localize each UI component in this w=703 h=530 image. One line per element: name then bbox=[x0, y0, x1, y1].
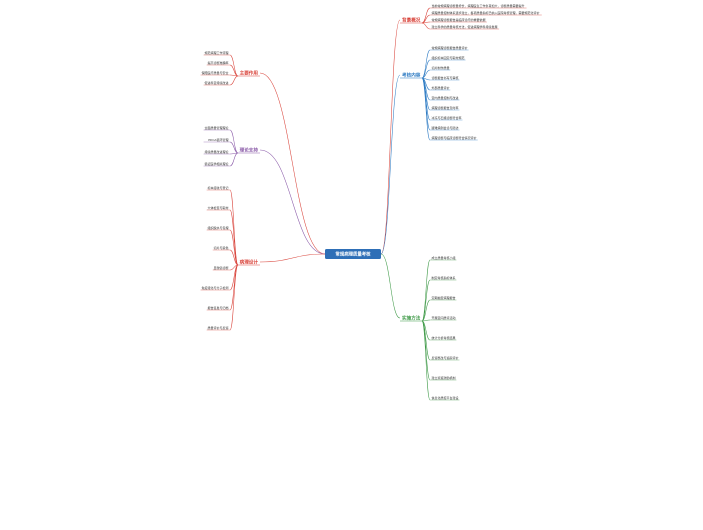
leaf-topic[interactable]: 反馈整改与追踪评价 bbox=[432, 355, 459, 360]
leaf-topic[interactable]: 显微镜诊断 bbox=[213, 265, 228, 270]
leaf-topic[interactable]: 制定考核指标体系 bbox=[432, 275, 456, 280]
leaf-topic[interactable]: 规范病理工作流程 bbox=[204, 50, 228, 55]
leaf-connector bbox=[421, 299, 431, 322]
leaf-connector bbox=[229, 264, 239, 331]
leaf-topic[interactable]: 组织标本固定与取材规范 bbox=[432, 55, 465, 60]
leaf-topic[interactable]: 定期抽查病理报告 bbox=[432, 295, 456, 300]
branch-br1[interactable]: 背景概况 bbox=[400, 17, 422, 24]
leaf-topic[interactable]: 疑难病例会诊与随访 bbox=[432, 125, 459, 130]
leaf-topic[interactable]: 室内质量控制与改进 bbox=[432, 95, 459, 100]
leaf-topic[interactable]: 外部质量评价 bbox=[432, 85, 450, 90]
leaf-topic[interactable]: 促进科室持续改进 bbox=[204, 80, 228, 85]
branch-label: 实施方法 bbox=[402, 315, 421, 322]
leaf-topic[interactable]: PDCA循环管理 bbox=[208, 137, 228, 142]
leaf-connector bbox=[421, 22, 431, 30]
branch-br4[interactable]: 理论支持 bbox=[238, 147, 260, 154]
leaf-connector bbox=[229, 152, 239, 167]
leaf-topic[interactable]: 常规病理诊断报告是临床诊疗的重要依据 bbox=[432, 17, 486, 22]
branch-label: 考核内容 bbox=[402, 72, 421, 79]
leaf-topic[interactable]: 建立奖惩激励机制 bbox=[432, 375, 456, 380]
leaf-topic[interactable]: 病理质量控制体系逐步建立，各项质量指标已纳入医院考核管理，需要规范化评价 bbox=[432, 10, 540, 15]
leaf-connector bbox=[421, 279, 431, 322]
central-topic-label: 常规病理质量考核 bbox=[335, 251, 371, 258]
leaf-connector bbox=[421, 69, 431, 79]
leaf-connector bbox=[229, 189, 239, 266]
leaf-connector bbox=[229, 141, 239, 154]
leaf-topic[interactable]: 开展室间质评活动 bbox=[432, 315, 456, 320]
leaf-topic[interactable]: 病理诊断报告及时率 bbox=[432, 105, 459, 110]
leaf-topic[interactable]: 持续质量改进理论 bbox=[204, 149, 228, 154]
leaf-connector bbox=[229, 54, 239, 77]
leaf-topic[interactable]: 循证医学相关理论 bbox=[204, 161, 228, 166]
leaf-connector bbox=[229, 249, 239, 266]
leaf-topic[interactable]: 切片制作质量 bbox=[432, 65, 450, 70]
branch-connector bbox=[259, 72, 326, 255]
leaf-connector bbox=[229, 264, 239, 311]
leaf-connector bbox=[421, 59, 431, 79]
leaf-connector bbox=[421, 320, 431, 401]
branch-connector bbox=[380, 19, 401, 255]
leaf-connector bbox=[229, 264, 239, 271]
central-topic-box[interactable] bbox=[325, 249, 381, 259]
leaf-topic[interactable]: 信息化质控平台建设 bbox=[432, 395, 459, 400]
connector-lines bbox=[200, 7, 542, 401]
leaf-topic[interactable]: 当前常规病理诊断量增长，病理医生工作负荷加大，诊断质量需要提升 bbox=[432, 3, 525, 8]
branch-label: 主要作用 bbox=[240, 70, 259, 77]
leaf-connector bbox=[229, 229, 239, 266]
leaf-connector bbox=[229, 64, 239, 77]
branch-br3[interactable]: 主要作用 bbox=[238, 70, 260, 77]
central-topic[interactable]: 常规病理质量考核 bbox=[325, 249, 381, 259]
leaf-topic[interactable]: 常规病理诊断报告质量评价 bbox=[432, 45, 468, 50]
leaf-topic[interactable]: 建立科学的质量考核方法，促进病理学科持续发展 bbox=[432, 24, 498, 29]
branch-connector bbox=[259, 253, 326, 263]
leaf-topic[interactable]: 组织脱水与包埋 bbox=[207, 225, 228, 230]
leaf-connector bbox=[229, 129, 239, 154]
leaf-topic[interactable]: 大体检查与取材 bbox=[207, 205, 228, 210]
leaf-topic[interactable]: 报告签发与归档 bbox=[207, 305, 228, 310]
branch-connector bbox=[259, 149, 326, 255]
leaf-topic[interactable]: 免疫组化与分子检测 bbox=[201, 285, 228, 290]
leaf-topic[interactable]: 病理诊断与临床诊断符合情况评价 bbox=[432, 135, 477, 140]
leaf-connector bbox=[229, 75, 239, 86]
leaf-topic[interactable]: 冰冻与石蜡诊断符合率 bbox=[432, 115, 462, 120]
leaf-connector bbox=[421, 320, 431, 381]
leaf-topic[interactable]: 切片与染色 bbox=[213, 245, 228, 250]
branch-br5[interactable]: 实施方法 bbox=[400, 315, 422, 322]
branch-br6[interactable]: 病理设计 bbox=[238, 259, 260, 266]
leaf-topic[interactable]: 保障医疗质量与安全 bbox=[201, 70, 228, 75]
leaf-connector bbox=[421, 77, 431, 131]
leaf-topic[interactable]: 诊断报告书写与审核 bbox=[432, 75, 459, 80]
topic-nodes: 常规病理质量考核 背景概况 当前常规病理诊断量增长，病理医生工作负荷加大，诊断质量… bbox=[201, 3, 539, 400]
branch-label: 病理设计 bbox=[240, 259, 259, 266]
branch-connector bbox=[380, 253, 401, 319]
leaf-connector bbox=[229, 209, 239, 266]
leaf-topic[interactable]: 质量评价与反馈 bbox=[207, 325, 228, 330]
branch-label: 背景概况 bbox=[402, 17, 421, 24]
branch-br2[interactable]: 考核内容 bbox=[400, 72, 422, 79]
leaf-topic[interactable]: 标本接收与登记 bbox=[207, 185, 228, 190]
leaf-topic[interactable]: 全面质量管理理论 bbox=[204, 125, 228, 130]
leaf-connector bbox=[421, 319, 431, 322]
leaf-topic[interactable]: 统计分析考核结果 bbox=[432, 335, 456, 340]
leaf-topic[interactable]: 提高诊断准确率 bbox=[207, 60, 228, 65]
branch-label: 理论支持 bbox=[240, 147, 259, 154]
leaf-connector bbox=[421, 77, 431, 141]
branch-connector bbox=[380, 74, 401, 255]
leaf-topic[interactable]: 成立质量考核小组 bbox=[432, 255, 456, 260]
